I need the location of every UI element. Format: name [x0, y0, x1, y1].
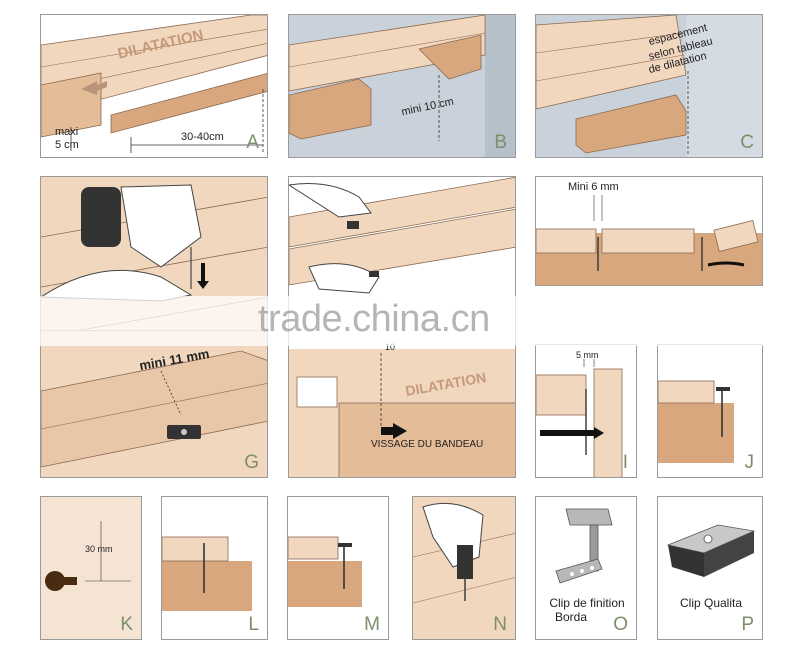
- fascia-screwing-caption: VISSAGE DU BANDEAU: [371, 439, 484, 450]
- min-gap-label: Mini 6 mm: [568, 181, 619, 193]
- side-gap-illustration: [41, 331, 267, 477]
- watermark-band: [0, 296, 800, 346]
- panel-n: N: [412, 496, 516, 640]
- panel-l: L: [161, 496, 268, 640]
- panel-p: Clip Qualita P: [657, 496, 763, 640]
- distance-label-1: maxi: [55, 126, 79, 138]
- panel-j: J: [657, 344, 763, 478]
- panel-letter: L: [248, 614, 259, 635]
- panel-letter: M: [364, 614, 380, 635]
- panel-letter: P: [741, 614, 754, 635]
- qualita-clip-icon: [658, 497, 762, 639]
- distance-label-2: 5 cm: [55, 139, 79, 151]
- panel-b: mini 10 cm B: [288, 14, 516, 158]
- panel-o: Clip de finition Borda O: [535, 496, 637, 640]
- panel-c: espacement selon tableau de dilatation C: [535, 14, 763, 158]
- finishing-clip-icon: [536, 497, 636, 639]
- panel-a: DILATATION maxi 5 cm 30-40cm A: [40, 14, 268, 158]
- depth-label: 10: [385, 342, 396, 352]
- panel-letter: A: [246, 132, 259, 153]
- panel-letter: N: [493, 614, 507, 635]
- notch-position-illustration: [41, 497, 141, 639]
- deck-joist-spacing-illustration: [41, 15, 267, 157]
- expansion-gap-illustration: [536, 15, 762, 157]
- gap-label: 5 mm: [576, 350, 599, 360]
- panel-g: mini 11 mm G: [40, 330, 268, 478]
- drill-fix-illustration: [413, 497, 515, 639]
- clip-fix-illustration: [288, 497, 388, 639]
- panel-f: Mini 6 mm: [535, 176, 763, 286]
- edge-fix-illustration: [162, 497, 267, 639]
- panel-letter: G: [244, 452, 259, 473]
- clip-spacing-illustration: [536, 177, 762, 285]
- panel-letter: C: [740, 132, 754, 153]
- clip-caption: Clip Qualita: [679, 596, 743, 610]
- panel-letter: O: [613, 614, 628, 635]
- panel-m: M: [287, 496, 389, 640]
- panel-letter: J: [744, 452, 755, 473]
- panel-k: 30 mm K: [40, 496, 142, 640]
- clip-caption-line1: Clip de finition: [549, 596, 625, 610]
- panel-i: 5 mm I: [535, 344, 637, 478]
- panel-letter: B: [494, 132, 507, 153]
- watermark: trade.china.cn: [258, 298, 490, 340]
- clip-caption-line2: Borda: [554, 610, 588, 624]
- edge-profile-illustration: [536, 345, 636, 477]
- wall-clearance-illustration: [289, 15, 515, 157]
- panel-letter: K: [120, 614, 133, 635]
- notch-height-label: 30 mm: [85, 544, 113, 554]
- end-clip-illustration: [658, 345, 762, 477]
- board-placement-illustration: [289, 177, 515, 477]
- distance-label-3: 30-40cm: [181, 131, 224, 143]
- panel-letter: I: [622, 452, 628, 473]
